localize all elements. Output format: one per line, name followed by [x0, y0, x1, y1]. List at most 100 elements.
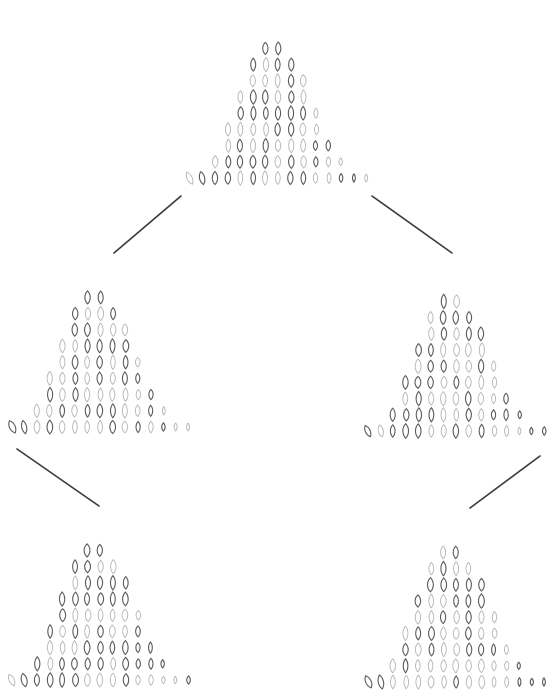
seed: [238, 122, 243, 136]
seed: [59, 592, 64, 606]
seed: [122, 609, 128, 621]
seed: [136, 610, 140, 620]
seed: [479, 675, 485, 689]
seed: [492, 661, 496, 671]
seed: [416, 660, 421, 672]
seed: [377, 424, 384, 437]
seed: [97, 372, 102, 385]
seed: [98, 307, 104, 321]
seed: [225, 172, 230, 184]
seed: [251, 123, 256, 136]
seed: [73, 307, 78, 319]
seed: [428, 676, 434, 688]
seed: [47, 371, 52, 385]
seed: [390, 675, 395, 689]
seed: [289, 91, 294, 103]
seed: [226, 156, 231, 168]
seed: [326, 157, 330, 167]
seed: [276, 42, 281, 55]
seed: [264, 122, 269, 136]
seed: [136, 675, 140, 685]
seed: [73, 560, 78, 573]
seed: [109, 625, 115, 638]
seed: [187, 676, 191, 684]
seed: [429, 626, 435, 640]
seed: [505, 426, 509, 437]
seed: [403, 376, 408, 390]
seed: [352, 174, 355, 182]
seed: [327, 172, 331, 183]
seed: [403, 392, 408, 405]
seed: [250, 139, 255, 153]
seed: [110, 372, 115, 384]
seed: [149, 658, 153, 669]
seed: [314, 108, 318, 118]
seed: [466, 660, 472, 672]
seed: [453, 392, 459, 405]
seed: [543, 427, 546, 435]
seed: [300, 123, 306, 136]
seed: [313, 173, 318, 184]
seed: [479, 375, 484, 389]
seed: [415, 359, 421, 373]
seed: [60, 404, 65, 417]
seed: [60, 356, 65, 369]
seed: [48, 657, 53, 670]
seed: [97, 544, 102, 556]
seed: [466, 675, 471, 688]
seed: [428, 660, 433, 672]
connector-line: [114, 196, 181, 253]
seed: [403, 424, 409, 438]
seed: [111, 560, 116, 574]
seed: [85, 673, 91, 686]
seed: [289, 155, 294, 168]
connector-line: [372, 196, 452, 253]
seed: [72, 323, 77, 336]
seed: [517, 662, 520, 669]
seed: [149, 675, 153, 686]
seed: [492, 612, 496, 623]
seed: [110, 592, 115, 606]
seed: [429, 392, 434, 405]
seed: [73, 592, 79, 606]
seed: [97, 673, 103, 687]
seed: [492, 361, 496, 372]
seed: [466, 327, 471, 341]
seed-pyramids: [7, 42, 546, 690]
seed: [300, 75, 306, 87]
seed: [73, 388, 78, 402]
seed: [85, 561, 91, 573]
seed: [416, 675, 421, 689]
seed: [275, 156, 281, 168]
seed: [110, 421, 116, 434]
seed: [149, 390, 153, 400]
seed: [466, 360, 472, 372]
seed: [85, 405, 90, 418]
seed: [301, 90, 306, 104]
seed: [263, 171, 268, 185]
seed: [161, 660, 164, 668]
seed: [440, 611, 445, 624]
seed: [504, 409, 508, 420]
seed: [184, 171, 194, 185]
seed: [212, 156, 217, 168]
seed: [84, 544, 90, 557]
seed: [225, 123, 230, 136]
seed: [123, 356, 128, 369]
seed: [390, 408, 395, 421]
seed: [123, 641, 128, 655]
seed: [428, 360, 433, 372]
seed: [363, 675, 374, 689]
seed: [122, 421, 127, 433]
seed: [48, 387, 53, 401]
seed: [441, 594, 446, 607]
seed: [60, 609, 66, 622]
seed: [479, 409, 484, 422]
seed: [98, 625, 104, 637]
seed: [262, 155, 267, 168]
seed: [314, 157, 318, 167]
seed: [465, 376, 471, 388]
seed: [110, 388, 115, 402]
seed: [73, 340, 78, 353]
